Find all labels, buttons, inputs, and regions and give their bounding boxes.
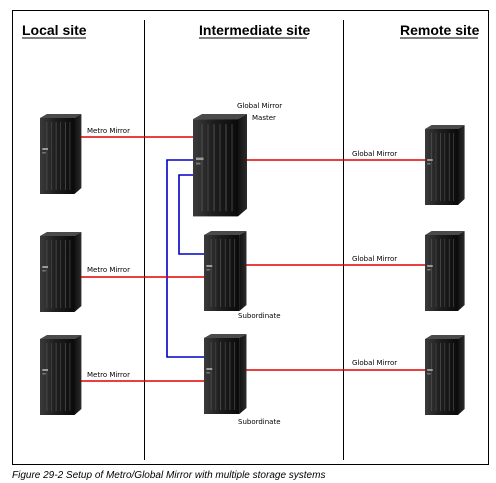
diagram-border xyxy=(12,10,489,465)
metro-mirror-label-1: Metro Mirror xyxy=(87,127,130,135)
metro-mirror-label-3: Metro Mirror xyxy=(87,371,130,379)
site-title-local: Local site xyxy=(22,22,87,38)
storage-system-subordinate-2 xyxy=(203,333,248,415)
global-mirror-label-3: Global Mirror xyxy=(352,359,397,367)
metro-mirror-label-2: Metro Mirror xyxy=(87,266,130,274)
subordinate-label-1: Subordinate xyxy=(238,312,281,320)
storage-system-local-1 xyxy=(39,113,82,195)
mirror-links xyxy=(81,136,425,382)
storage-system-remote-2 xyxy=(424,230,466,312)
master-label-line1: Global Mirror xyxy=(237,102,282,110)
storage-system-local-3 xyxy=(39,334,82,416)
site-title-intermediate: Intermediate site xyxy=(199,22,310,38)
subordinate-label-2: Subordinate xyxy=(238,418,281,426)
storage-system-local-2 xyxy=(39,231,82,313)
storage-system-master xyxy=(192,113,248,218)
global-mirror-label-1: Global Mirror xyxy=(352,150,397,158)
figure-caption: Figure 29-2 Setup of Metro/Global Mirror… xyxy=(12,470,326,481)
control-links xyxy=(166,159,205,358)
master-label-line2: Master xyxy=(252,114,276,122)
control-link-subordinate-1 xyxy=(178,174,205,255)
storage-system-subordinate-1 xyxy=(203,230,248,312)
storage-system-remote-1 xyxy=(424,124,466,206)
control-link-subordinate-2 xyxy=(166,159,205,358)
site-title-remote: Remote site xyxy=(400,22,480,38)
global-mirror-label-2: Global Mirror xyxy=(352,255,397,263)
storage-system-remote-3 xyxy=(424,334,466,416)
